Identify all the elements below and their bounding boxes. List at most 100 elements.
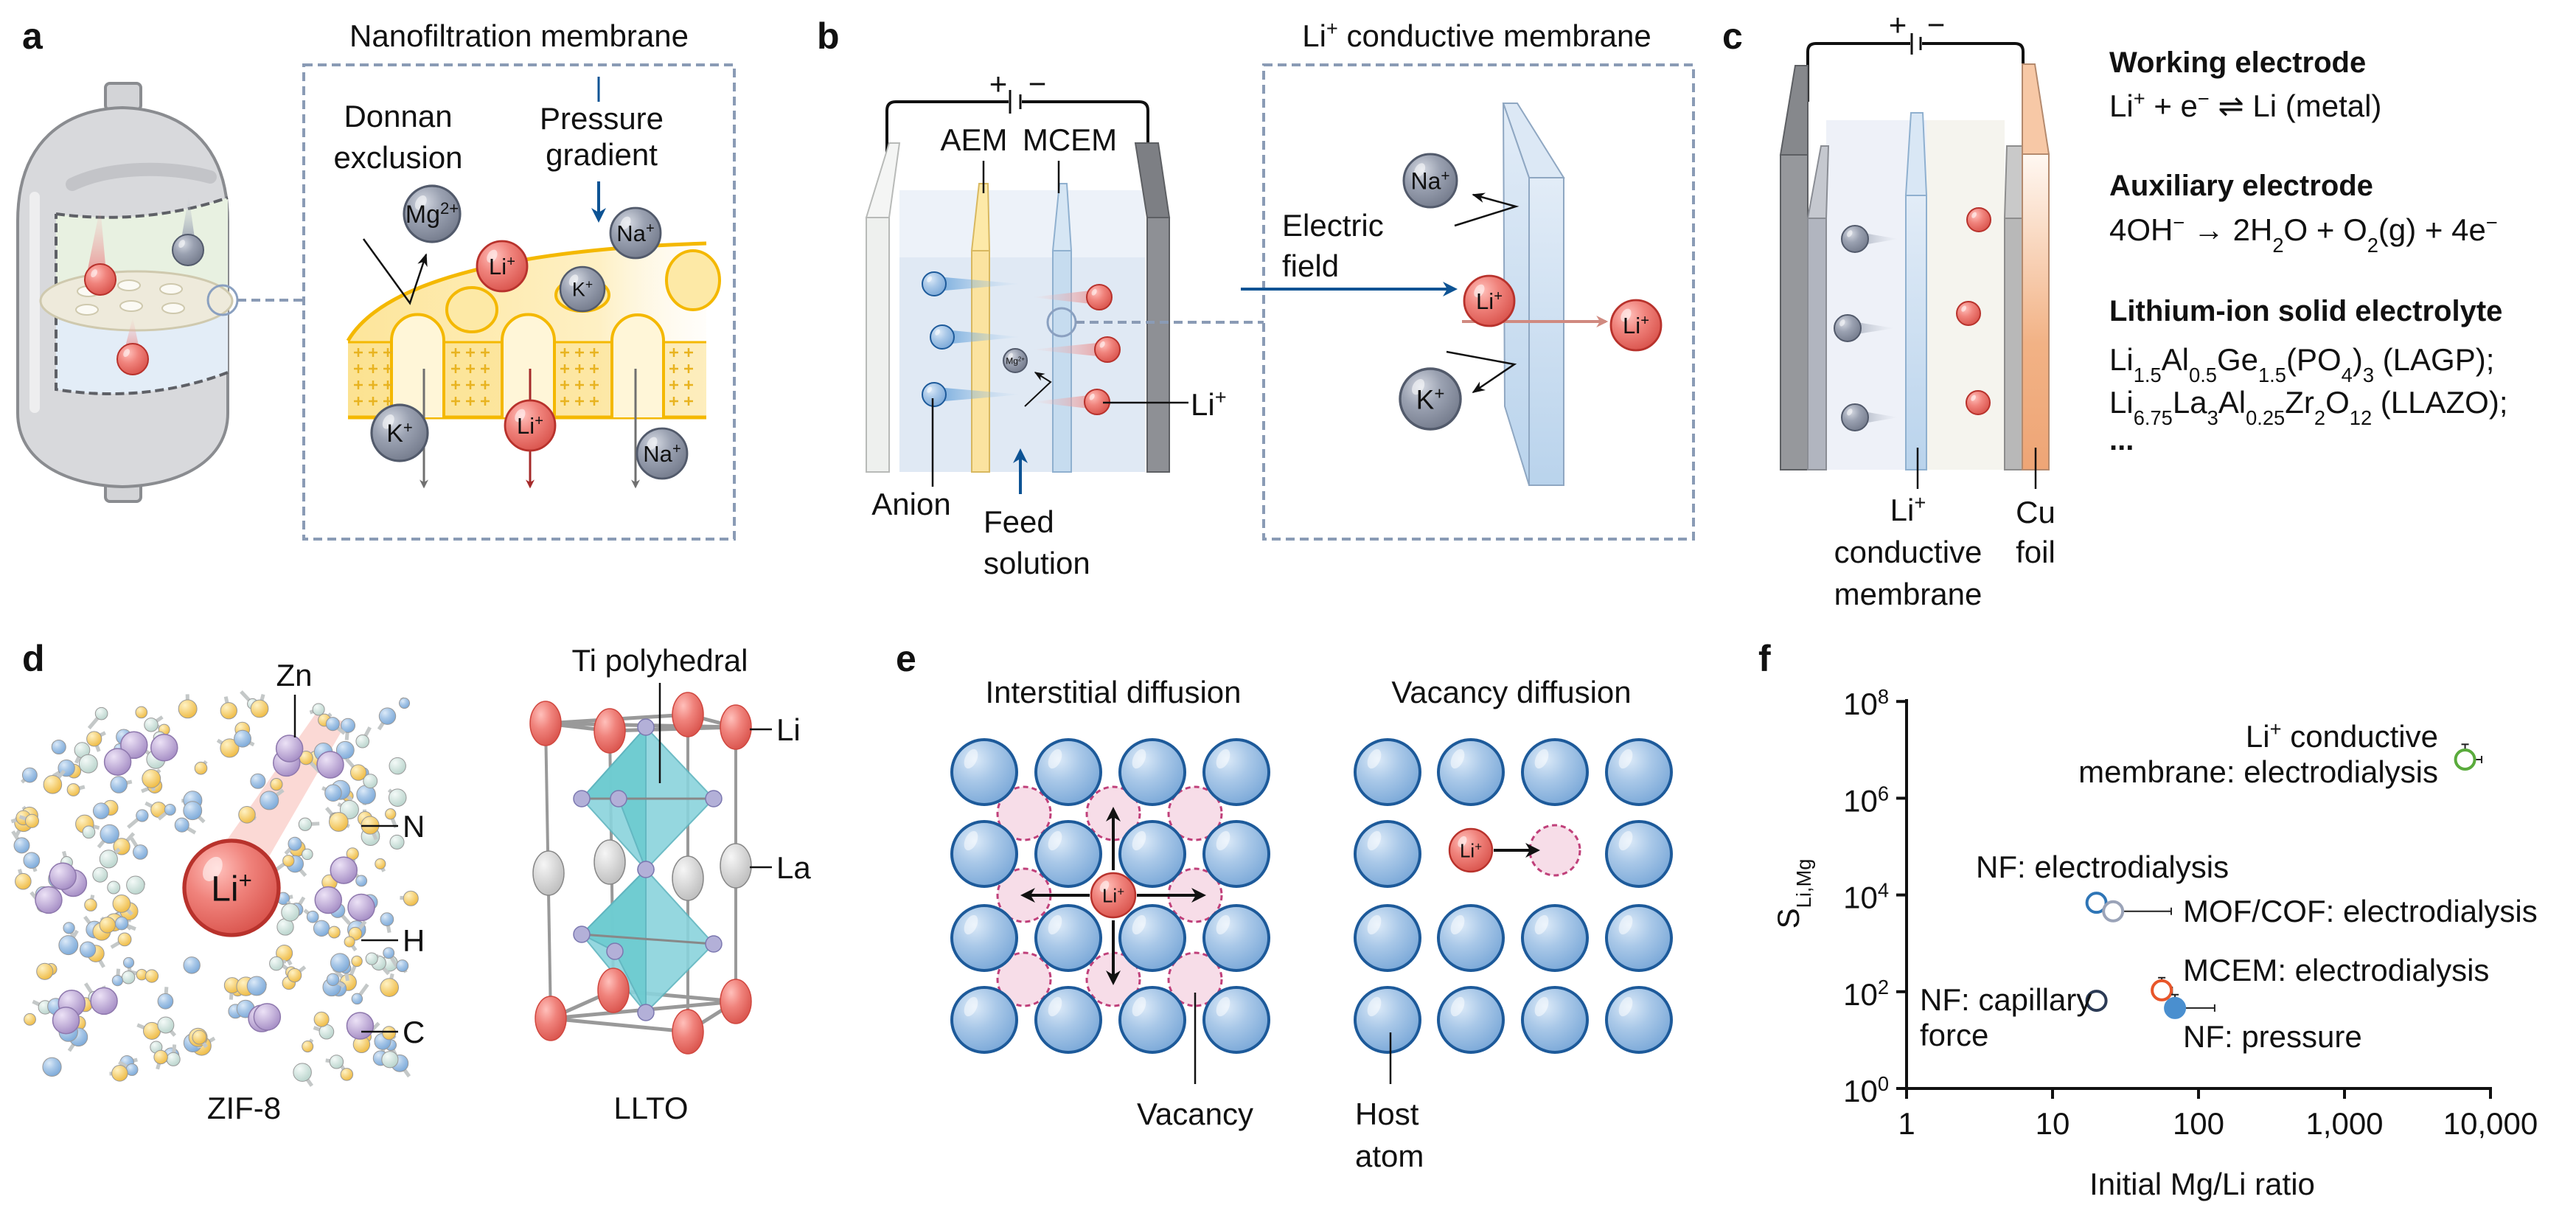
atom <box>389 757 406 775</box>
atom <box>110 776 128 793</box>
text-segment: + <box>1475 839 1482 853</box>
nf-membrane-cross-section <box>346 241 721 420</box>
atom <box>327 925 341 939</box>
atom <box>313 920 330 937</box>
atom <box>79 941 97 958</box>
la-site-label: La <box>776 850 811 885</box>
text-segment: (PO <box>2286 342 2342 377</box>
atom <box>43 775 63 794</box>
atom <box>246 976 267 996</box>
la-atom <box>672 855 704 901</box>
battery-plus: + <box>1889 7 1907 42</box>
text-segment: 0 <box>1878 1072 1889 1095</box>
point-label: MOF/COF: electrodialysis <box>2183 894 2538 928</box>
zn-atom <box>275 734 304 763</box>
text-segment: 2+ <box>440 199 459 218</box>
ion-label: Li+ <box>517 413 543 439</box>
cation <box>1841 225 1869 253</box>
zn-atom <box>120 731 148 760</box>
atom <box>363 774 378 789</box>
anion <box>922 382 947 407</box>
atom <box>349 764 367 781</box>
fixed-charge-plus <box>684 364 693 373</box>
lagp-formula: Li1.5Al0.5Ge1.5(PO4)3 (LAGP); <box>2109 342 2494 386</box>
ion-highlight <box>1412 378 1425 395</box>
li-trail <box>87 206 106 273</box>
text-segment: Ge <box>2217 342 2258 377</box>
fixed-charge-plus <box>383 381 392 389</box>
atom <box>82 825 96 839</box>
text-segment: NF: capillary <box>1920 982 2092 1017</box>
atom <box>15 872 32 890</box>
host-atom-highlight <box>1367 996 1382 1017</box>
ion-li-permeate: Li+ <box>504 399 557 452</box>
fixed-charge-plus <box>560 348 569 357</box>
ion-highlight <box>647 437 658 451</box>
atom <box>194 761 208 775</box>
auxiliary-electrode-top <box>1779 65 1809 156</box>
text-segment: + <box>403 418 413 437</box>
host-atom-highlight <box>1048 830 1062 851</box>
mg-ion-small: Mg2+ <box>1003 348 1028 373</box>
o-atom <box>606 942 624 960</box>
fixed-charge-plus <box>590 348 599 357</box>
atom <box>114 916 129 931</box>
atom <box>356 785 376 805</box>
text-segment: K <box>386 420 403 448</box>
atom <box>164 803 176 816</box>
host-atom <box>1202 738 1270 806</box>
atom <box>51 739 66 755</box>
aem-label: AEM <box>940 122 1007 157</box>
atom <box>178 699 198 719</box>
text-segment: − <box>2486 211 2498 234</box>
zn-atom <box>150 734 178 762</box>
text-segment: 0.25 <box>2246 406 2285 429</box>
atom <box>78 754 98 774</box>
text-segment: Li <box>2109 88 2134 123</box>
ion-sphere <box>1966 207 1991 232</box>
text-segment: Li,Mg <box>1792 859 1815 909</box>
data-point: MOF/COF: electrodialysis <box>2102 894 2538 928</box>
atom <box>330 953 350 973</box>
atom <box>142 768 161 788</box>
tank-li-ion <box>84 263 116 296</box>
ion-label: Li+ <box>1102 884 1124 907</box>
host-atom-highlight <box>1132 996 1146 1017</box>
text-segment: + <box>1326 17 1338 40</box>
ion-label: K+ <box>1416 383 1445 415</box>
atom <box>396 959 409 973</box>
text-segment: + <box>1434 383 1444 403</box>
x-tick-label: 1 <box>1898 1106 1915 1141</box>
ion-highlight <box>515 409 526 423</box>
atom <box>270 777 283 791</box>
atom <box>36 962 54 980</box>
ion-label: Li+ <box>1623 313 1649 338</box>
atom <box>174 817 189 833</box>
text-segment: Li <box>2246 719 2270 754</box>
atom <box>383 947 395 959</box>
fixed-charge-plus <box>684 348 693 357</box>
host-atom <box>950 820 1018 888</box>
text-segment: O <box>2325 385 2350 420</box>
membrane-pores <box>390 313 665 417</box>
atom <box>133 844 148 860</box>
text-segment: 12 <box>2350 406 2372 429</box>
atom <box>92 867 108 883</box>
ion-label: K+ <box>386 418 413 448</box>
ion-highlight <box>1621 308 1632 322</box>
li-atom <box>672 1009 704 1055</box>
host-atom-highlight <box>964 749 978 769</box>
fixed-charge-plus <box>369 364 377 373</box>
atom <box>234 729 251 748</box>
ion-label: Mg2+ <box>405 199 459 229</box>
fixed-charge-plus <box>590 381 599 389</box>
zn-atom <box>103 748 132 776</box>
atom <box>111 975 124 987</box>
atom <box>13 837 30 854</box>
text-segment: Li <box>2109 385 2134 420</box>
tank-band <box>66 162 217 191</box>
atom <box>335 740 355 760</box>
